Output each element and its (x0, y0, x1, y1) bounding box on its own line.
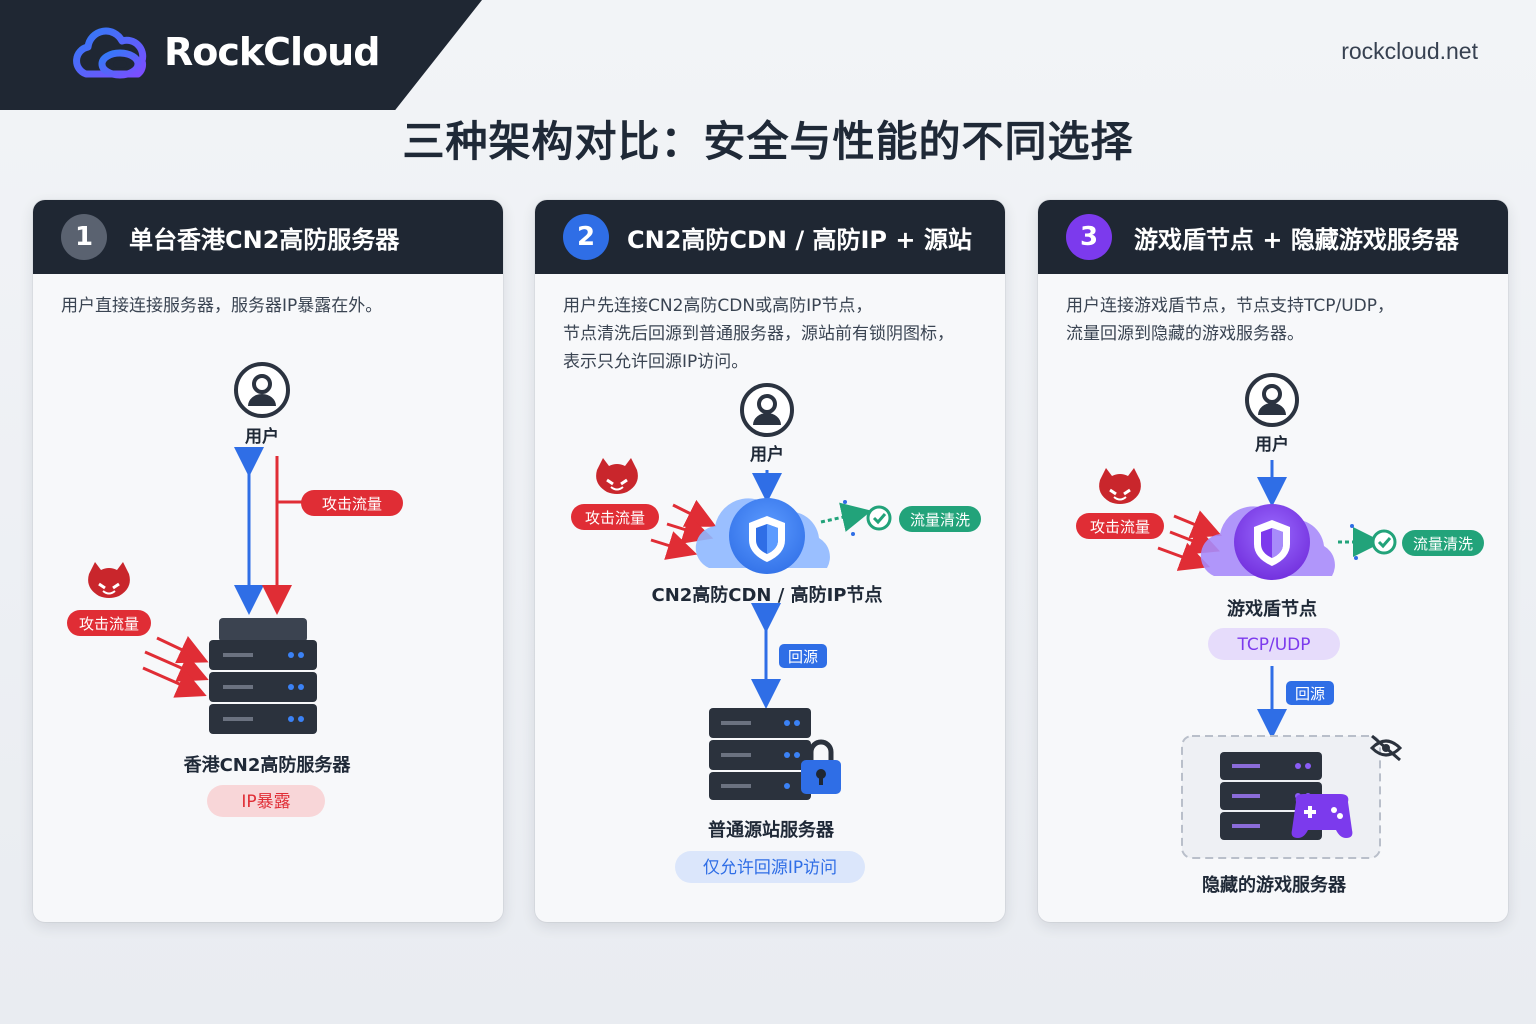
card-title: 单台香港CN2高防服务器 (129, 226, 400, 254)
card-architecture-1: 1 单台香港CN2高防服务器 用户直接连接服务器，服务器IP暴露在外。 用户 攻… (33, 200, 503, 922)
server-label: 香港CN2高防服务器 (183, 754, 352, 776)
user-icon (740, 383, 794, 437)
ip-exposed-label: IP暴露 (241, 792, 290, 812)
desc-line: 用户先连接CN2高防CDN或高防IP节点， (563, 296, 873, 316)
desc-line: 流量回源到隐藏的游戏服务器。 (1066, 324, 1304, 344)
server-label: 普通源站服务器 (708, 819, 835, 841)
eye-off-icon (1369, 734, 1403, 762)
card-header: 1 单台香港CN2高防服务器 (33, 200, 503, 274)
clean-label: 流量清洗 (1413, 535, 1473, 553)
card-diagram: 用户 攻击流量 流量清洗 (1076, 373, 1484, 896)
gamepad-icon (1291, 794, 1353, 838)
user-label: 用户 (750, 444, 784, 465)
page-title: 三种架构对比：安全与性能的不同选择 (402, 117, 1134, 166)
check-icon (1371, 529, 1397, 555)
back-pill (1286, 681, 1334, 705)
ip-exposed-badge (207, 785, 325, 817)
card-diagram: 用户 攻击流量 攻击流量 (67, 362, 403, 817)
clean-arrows (1338, 524, 1383, 560)
server-icon (209, 618, 317, 734)
back-label: 回源 (1295, 685, 1325, 703)
card-architecture-2: 2 CN2高防CDN / 高防IP + 源站 用户先连接CN2高防CDN或高防I… (535, 200, 1005, 922)
card-description: 用户直接连接服务器，服务器IP暴露在外。 (61, 292, 491, 320)
shield-cloud-icon (1200, 504, 1335, 580)
user-label: 用户 (1255, 434, 1289, 455)
clean-pill (1402, 530, 1484, 556)
node-label: 游戏盾节点 (1227, 598, 1317, 620)
desc-line: 节点清洗后回源到普通服务器，源站前有锁阴图标， (563, 324, 954, 344)
protocol-label: TCP/UDP (1236, 635, 1310, 655)
clean-pill (899, 506, 981, 532)
attack-pill-side (67, 610, 151, 636)
card-architecture-3: 3 游戏盾节点 + 隐藏游戏服务器 用户连接游戏盾节点，节点支持TCP/UDP，… (1038, 200, 1508, 922)
server-label: 隐藏的游戏服务器 (1202, 874, 1347, 896)
card-number-badge: 1 (61, 214, 107, 260)
card-header: 3 游戏盾节点 + 隐藏游戏服务器 (1038, 200, 1508, 274)
desc-line: 表示只允许回源IP访问。 (563, 352, 749, 372)
site-url[interactable]: rockcloud.net (1341, 38, 1478, 64)
devil-attacker-icon (596, 458, 638, 494)
card-header: 2 CN2高防CDN / 高防IP + 源站 (535, 200, 1005, 274)
desc-line: 用户直接连接服务器，服务器IP暴露在外。 (61, 296, 383, 316)
card-number-badge: 2 (563, 214, 609, 260)
attack-label: 攻击流量 (1090, 518, 1150, 536)
card-number-badge: 3 (1066, 214, 1112, 260)
attack-arrows (650, 499, 717, 560)
user-icon (234, 362, 290, 418)
protocol-badge (1208, 628, 1340, 660)
card-title: CN2高防CDN / 高防IP + 源站 (627, 226, 972, 254)
card-diagram: 用户 攻击流量 (571, 383, 981, 883)
devil-attacker-icon (88, 562, 130, 598)
attack-label-side: 攻击流量 (79, 615, 139, 633)
attack-label-top: 攻击流量 (322, 495, 382, 513)
card-description: 用户先连接CN2高防CDN或高防IP节点， 节点清洗后回源到普通服务器，源站前有… (563, 292, 993, 376)
brand-name[interactable]: RockCloud (164, 30, 380, 74)
user-label: 用户 (245, 426, 279, 447)
user-icon (1245, 373, 1299, 427)
lock-icon (801, 739, 841, 794)
origin-only-label: 仅允许回源IP访问 (703, 858, 837, 878)
desc-line: 用户连接游戏盾节点，节点支持TCP/UDP， (1066, 296, 1395, 316)
attack-pill (1076, 513, 1164, 539)
node-label: CN2高防CDN / 高防IP节点 (651, 584, 882, 606)
attack-side-arrows (142, 636, 209, 698)
origin-only-badge (675, 851, 865, 883)
back-label: 回源 (788, 648, 818, 666)
card-description: 用户连接游戏盾节点，节点支持TCP/UDP， 流量回源到隐藏的游戏服务器。 (1066, 292, 1496, 348)
attack-pill (571, 504, 659, 530)
server-icon (709, 708, 811, 800)
cloud-logo-icon (73, 27, 147, 79)
clean-arrows (820, 500, 872, 536)
back-pill (779, 644, 827, 668)
shield-cloud-icon (695, 498, 830, 574)
attack-arrows (1157, 510, 1222, 571)
clean-label: 流量清洗 (910, 511, 970, 529)
card-title: 游戏盾节点 + 隐藏游戏服务器 (1134, 226, 1459, 254)
devil-attacker-icon (1099, 468, 1141, 504)
attack-label: 攻击流量 (585, 509, 645, 527)
check-icon (866, 505, 892, 531)
attack-pill-top (301, 490, 403, 516)
